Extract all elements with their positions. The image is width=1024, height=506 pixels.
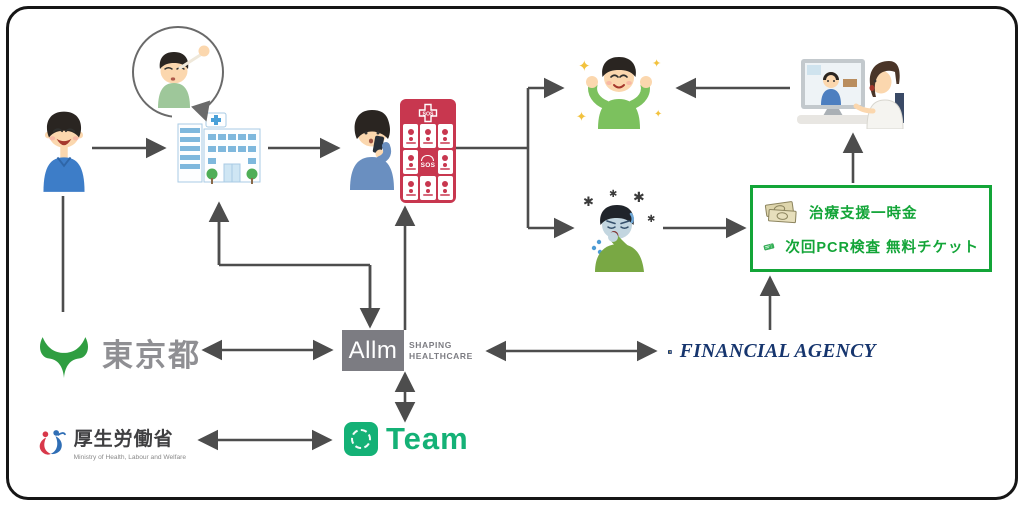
app-tile (403, 176, 419, 200)
team-app-icon (344, 422, 378, 456)
app-tile-grid: SOS (403, 124, 453, 200)
benefit-label-payment: 治療支援一時金 (809, 205, 918, 222)
mhlw-emblem-icon (39, 429, 66, 455)
sos-header-label: SOS (423, 111, 434, 117)
benefits-box: 治療支援一時金 次回PCR検査 無料チケット (750, 185, 992, 272)
app-tile-icon (442, 128, 449, 135)
app-tile-icon (424, 180, 431, 187)
app-tile-icon (407, 180, 414, 187)
app-tile-icon (442, 180, 449, 187)
app-tile-caption (422, 141, 433, 144)
sparkle-icon: ✦ (578, 58, 591, 75)
mhlw-logo: 厚生労働省 Ministry of Health, Labour and Wel… (30, 407, 192, 478)
app-tile-caption (405, 193, 416, 196)
mhlw-label: 厚生労働省 (73, 429, 174, 450)
app-tile-sos: SOS (420, 150, 436, 174)
nasal-swab-test-icon (158, 45, 210, 108)
app-tile-icon (407, 128, 414, 135)
app-tile-caption (440, 193, 451, 196)
sparkle-icon: ✦ (576, 109, 587, 124)
app-tile-icon (424, 128, 431, 135)
app-tile (437, 124, 453, 148)
diagram-border (6, 6, 1018, 500)
allm-logo: Allm SHAPING HEALTHCARE (342, 330, 473, 371)
signal-icon (421, 155, 435, 161)
app-tile-caption (405, 167, 416, 170)
benefit-row-payment: 治療支援一時金 (763, 199, 979, 226)
team-wordmark: Team (386, 421, 469, 456)
financial-agency-label: FINANCIAL AGENCY (679, 340, 876, 362)
allm-tagline: SHAPING HEALTHCARE (409, 330, 473, 371)
virus-icon: ✱ (633, 189, 645, 205)
allm-wordmark-box: Allm (342, 330, 404, 371)
telemedicine-illustration (793, 53, 909, 130)
online-consultation-icon (797, 59, 904, 130)
mhlw-text: 厚生労働省 Ministry of Health, Labour and Wel… (74, 424, 186, 461)
sos-app-panel: SOS SOS (400, 99, 456, 203)
hospital-illustration (172, 108, 266, 188)
man-with-smartphone-icon (350, 110, 394, 190)
app-tile-caption (422, 193, 433, 196)
allm-wordmark: Allm (348, 336, 398, 364)
app-tile (420, 124, 436, 148)
banknotes-icon (764, 200, 797, 223)
app-tile-icon (407, 154, 414, 161)
allm-tagline-line1: SHAPING (409, 339, 452, 350)
app-tile-caption (440, 141, 451, 144)
sick-person-illustration: ✱ ✱ ✱ ✱ (579, 184, 661, 272)
app-user-illustration (344, 106, 400, 190)
coughing-man-icon: ✱ ✱ ✱ ✱ (583, 189, 655, 272)
sos-cross-icon: SOS (418, 103, 438, 123)
virus-icon: ✱ (609, 189, 617, 200)
tokyo-gov-label: 東京都 (102, 337, 201, 373)
healthy-person-illustration: ✦ ✦ ✦ ✦ (570, 47, 668, 129)
app-tile-caption (440, 167, 451, 170)
tokyo-ginkgo-icon (39, 337, 89, 378)
patient-illustration (36, 104, 92, 199)
app-tile (437, 176, 453, 200)
allm-tagline-line2: HEALTHCARE (409, 350, 473, 361)
financial-agency-emblem-icon (668, 349, 672, 354)
virus-icon: ✱ (647, 214, 655, 225)
financial-agency-logo: FINANCIAL AGENCY (662, 331, 882, 372)
app-tile (420, 176, 436, 200)
app-tile-icon (442, 154, 449, 161)
app-tile-caption (405, 141, 416, 144)
sos-tile-label: SOS (420, 162, 436, 169)
team-dashed-circle-icon (351, 429, 371, 449)
benefit-row-ticket: 次回PCR検査 無料チケット (763, 235, 979, 259)
hospital-building-icon (177, 112, 261, 184)
sparkle-icon: ✦ (654, 109, 662, 120)
sparkle-icon: ✦ (652, 58, 661, 70)
mhlw-subtitle: Ministry of Health, Labour and Welfare (73, 454, 186, 461)
happy-man-icon (43, 111, 85, 192)
recovered-man-icon: ✦ ✦ ✦ ✦ (576, 57, 662, 129)
sos-app-header: SOS (403, 102, 453, 124)
app-tile (403, 124, 419, 148)
team-logo: Team (344, 421, 469, 457)
app-tile (403, 150, 419, 174)
virus-icon: ✱ (583, 194, 594, 209)
ticket-icon (763, 242, 775, 250)
tokyo-gov-logo: 東京都 (38, 324, 201, 380)
app-tile (437, 150, 453, 174)
benefit-label-ticket: 次回PCR検査 無料チケット (785, 240, 979, 256)
